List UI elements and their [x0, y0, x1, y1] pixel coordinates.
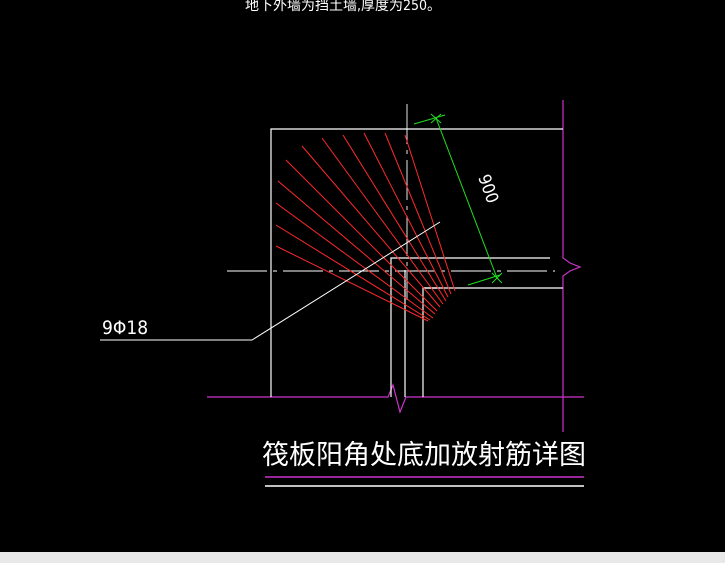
dimension-tick-top — [413, 114, 446, 125]
raft-outer-edge — [270, 128, 563, 397]
radial-rebar — [384, 132, 452, 295]
raft-outline — [270, 128, 563, 397]
axis-lines — [207, 100, 584, 432]
title-underline — [265, 476, 584, 487]
dimension-line — [413, 113, 503, 286]
top-note-text: 地下外墙为挡土墙,厚度为250。 — [245, 0, 441, 14]
radial-rebar — [342, 134, 447, 302]
radial-rebar — [404, 134, 456, 292]
dimension-cross-top — [430, 113, 442, 124]
radial-rebar — [275, 224, 431, 321]
radial-rebar — [301, 145, 441, 308]
vertical-axis-line — [562, 100, 582, 432]
dimension-text: 900 — [473, 172, 502, 206]
radial-rebars — [275, 132, 456, 322]
center-lines — [227, 104, 555, 300]
wall-inner-edge — [390, 257, 550, 397]
window-bottom-strip — [0, 552, 725, 563]
rebar-leader — [100, 221, 441, 341]
radial-rebar — [321, 137, 444, 305]
horizontal-axis-line — [207, 383, 584, 414]
dimension-cross-bottom — [491, 272, 503, 284]
drawing-title: 筏板阳角处底加放射筋详图 — [262, 440, 586, 471]
radial-rebar — [285, 159, 438, 312]
rebar-label: 9Φ18 — [102, 317, 148, 339]
radial-rebar — [275, 245, 429, 322]
dimension-main-line — [435, 117, 498, 279]
dimension-tick-bottom — [467, 274, 501, 286]
leader-line — [100, 221, 441, 341]
wall-return-edge — [422, 287, 563, 397]
radial-rebar — [363, 132, 449, 298]
radial-rebar — [275, 202, 434, 319]
radial-rebar — [277, 180, 436, 315]
